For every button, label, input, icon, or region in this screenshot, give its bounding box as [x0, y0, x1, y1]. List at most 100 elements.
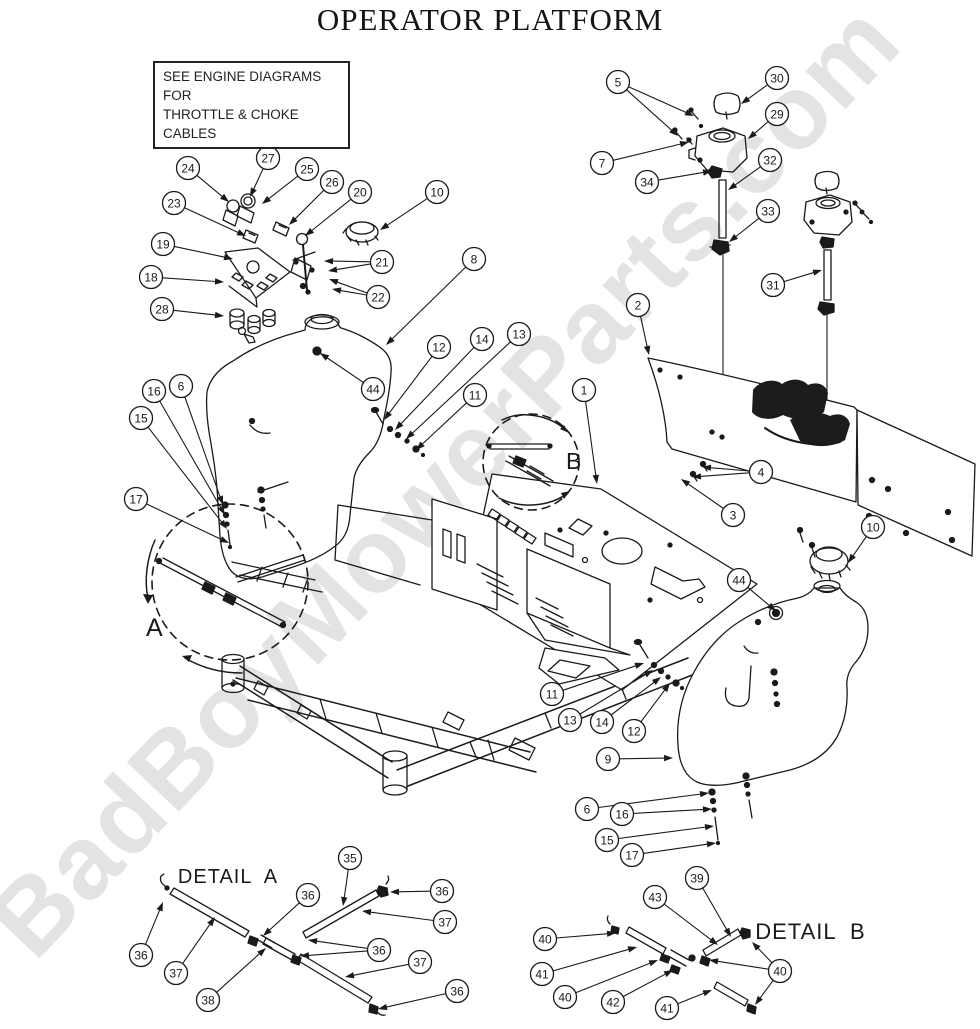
callout-bubble [366, 937, 392, 963]
detail-b-ref-letter: B [566, 448, 582, 474]
leader-line [687, 483, 725, 510]
leader-line [397, 890, 432, 893]
callout-number: 19 [156, 238, 170, 252]
callout-number: 15 [134, 412, 148, 426]
leader-arrowhead-icon [702, 806, 712, 813]
leader-arrowhead-icon [679, 141, 689, 148]
leader-line [391, 266, 467, 340]
callout-27: 27 [250, 145, 281, 197]
leader-arrowhead-icon [651, 677, 661, 685]
leader-line [585, 400, 597, 477]
leader-arrowhead-icon [729, 233, 738, 242]
callout-bubble [138, 264, 164, 290]
callout-bubble [532, 926, 558, 952]
callout-bubble [128, 942, 154, 968]
fuel-rod-31 [823, 249, 832, 301]
callout-29: 29 [748, 101, 790, 139]
callout-number: 6 [178, 380, 185, 394]
fuel-rod-32 [718, 179, 727, 239]
leader-arrowhead-icon [592, 474, 599, 484]
callout-number: 28 [155, 303, 169, 317]
leader-line [196, 174, 224, 198]
vent-slots [476, 563, 519, 605]
leader-line [352, 963, 410, 976]
callout-number: 36 [301, 889, 315, 903]
detail-a-arrow [145, 539, 156, 599]
leader-line [759, 979, 774, 1000]
leader-arrowhead-icon [250, 187, 257, 197]
tube-35-37-upper-right [302, 889, 380, 939]
callout-24: 24 [175, 155, 229, 202]
callout-number: 6 [584, 803, 591, 817]
callout-22: 22 [329, 279, 391, 310]
callout-10: 10 [848, 514, 886, 563]
callout-number: 30 [770, 72, 784, 86]
callout-number: 40 [773, 965, 787, 979]
callout-number: 36 [435, 885, 449, 899]
callout-number: 31 [766, 279, 780, 293]
detail-b-view [606, 915, 757, 1015]
center-bracket [526, 532, 631, 685]
connector-23 [242, 229, 259, 244]
callout-40: 40 [709, 942, 793, 1005]
leader-arrowhead-icon [702, 990, 712, 997]
callout-bubble [141, 378, 167, 404]
leader-arrowhead-icon [709, 958, 719, 965]
frame-assembly [221, 504, 701, 796]
callout-number: 40 [558, 991, 572, 1005]
leader-line [622, 973, 667, 998]
vent-fitting-44 [312, 346, 322, 356]
callout-number: 15 [600, 834, 614, 848]
callout-40: 40 [552, 960, 658, 1010]
callout-bubble [432, 909, 458, 935]
leader-arrowhead-icon [723, 927, 731, 937]
leader-arrowhead-icon [362, 909, 372, 916]
leader-line [172, 309, 217, 316]
lower-rail-pair [235, 677, 537, 773]
callout-number: 24 [181, 162, 195, 176]
leader-arrowhead-icon [345, 972, 355, 979]
left-fuel-tank [205, 313, 426, 580]
leader-arrowhead-icon [380, 222, 390, 230]
callout-17: 17 [619, 841, 716, 868]
callout-bubble [369, 249, 395, 275]
caster-tube-rear [382, 750, 408, 796]
callout-30: 30 [741, 65, 790, 104]
callout-number: 11 [469, 389, 482, 403]
leader-arrowhead-icon [684, 109, 694, 116]
callout-43: 43 [642, 884, 718, 945]
callout-bubble [195, 987, 221, 1013]
tank-mount-hardware-right [708, 668, 781, 846]
leader-arrowhead-icon [699, 791, 709, 798]
callout-number: 16 [615, 808, 629, 822]
leader-line [310, 198, 352, 232]
seat-back-panel [647, 357, 976, 558]
callout-14: 14 [589, 677, 661, 735]
leader-line [267, 175, 299, 200]
leader-arrowhead-icon [219, 519, 227, 529]
detail-a-view [159, 873, 390, 1016]
callout-number: 16 [147, 385, 161, 399]
callout-23: 23 [161, 190, 246, 236]
leader-arrowhead-icon [217, 505, 225, 515]
callout-bubble [760, 272, 786, 298]
callout-number: 10 [430, 186, 444, 200]
callout-bubble [764, 101, 790, 127]
detail-a-reference-circle [143, 503, 323, 674]
callout-20: 20 [305, 179, 373, 236]
leader-line [145, 503, 223, 541]
leader-arrowhead-icon [812, 269, 822, 276]
leader-line [552, 948, 630, 972]
callout-3: 3 [681, 479, 746, 528]
callout-bubble [429, 878, 455, 904]
callout-bubble [365, 284, 391, 310]
callout-bubble [654, 995, 680, 1021]
leader-arrowhead-icon [214, 278, 224, 285]
callout-number: 42 [606, 996, 620, 1010]
callout-18: 18 [138, 264, 224, 290]
console-plate [224, 247, 291, 299]
leader-arrowhead-icon [663, 970, 673, 978]
leader-line [852, 535, 867, 557]
callout-bubble [149, 296, 175, 322]
leader-arrowhead-icon [384, 410, 392, 420]
